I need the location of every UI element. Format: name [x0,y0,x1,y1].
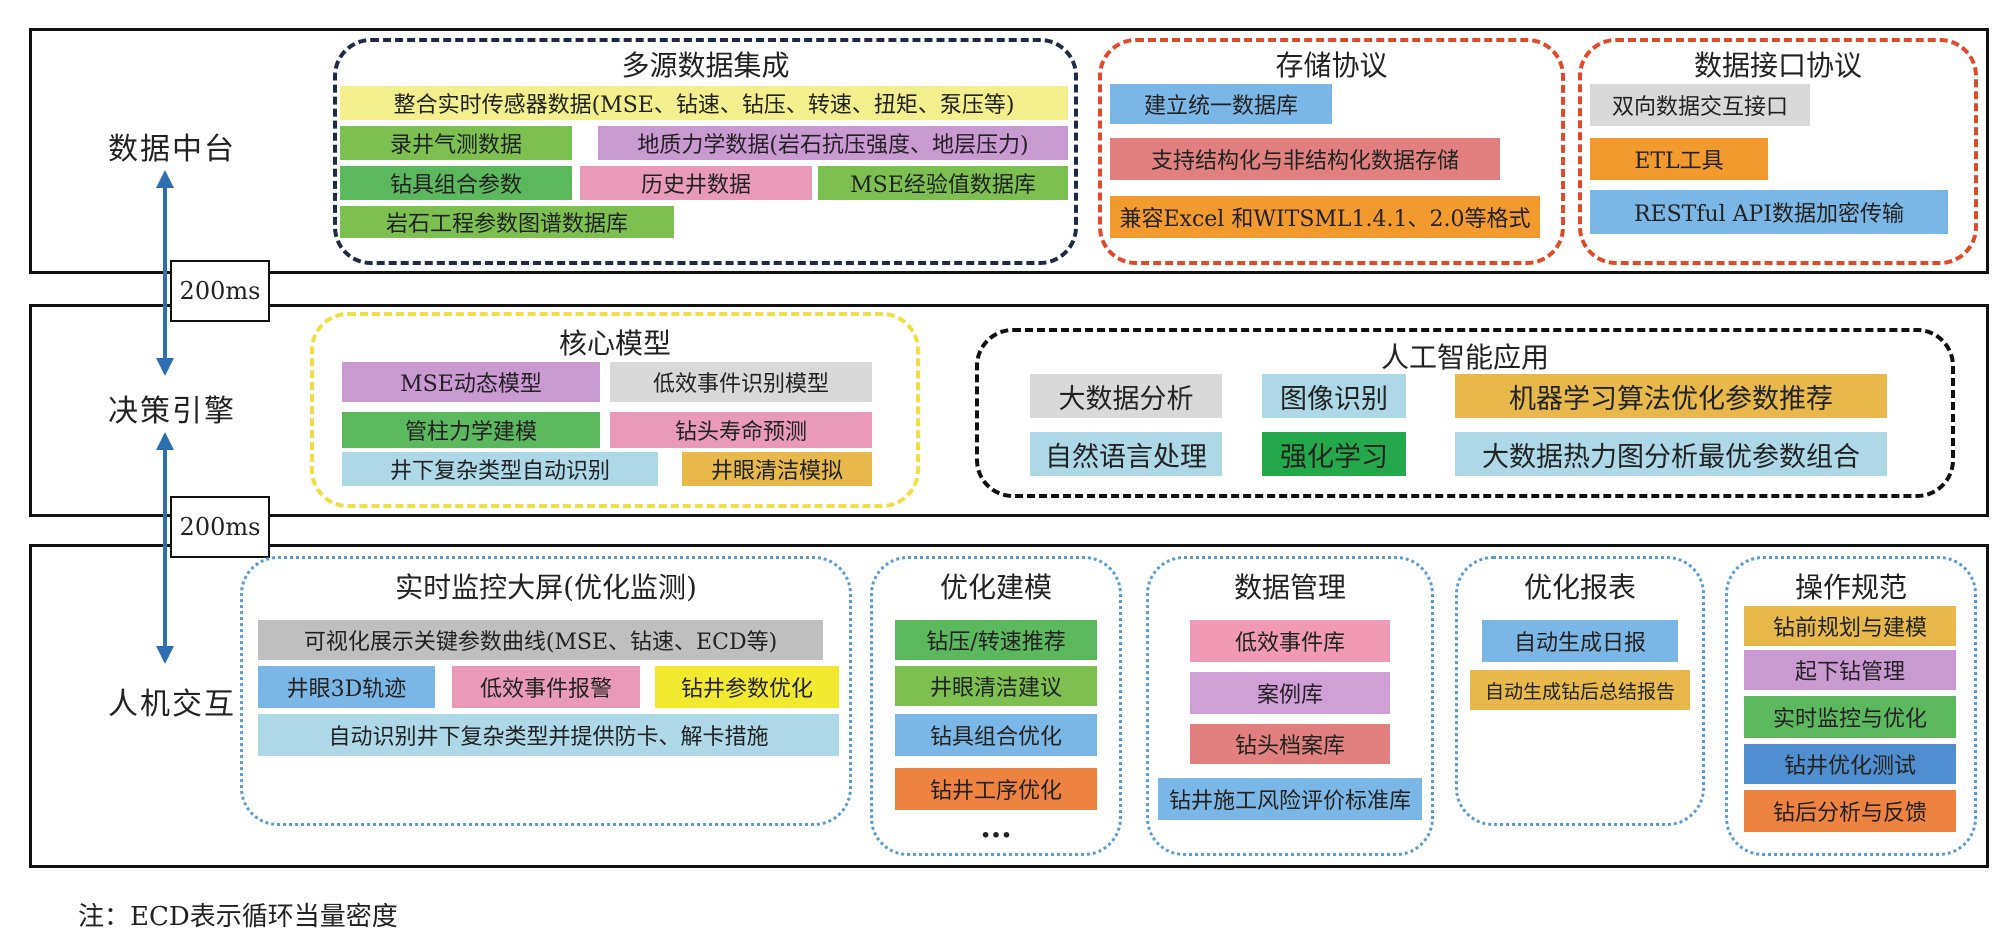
ops-item-monitoring: 实时监控与优化 [1744,696,1956,738]
ai-item-big-data: 大数据分析 [1030,374,1222,418]
interface-title: 数据接口协议 [1693,49,1862,82]
ai-item-nlp: 自然语言处理 [1030,432,1222,476]
monitor-item-3d-trajectory: 井眼3D轨迹 [258,666,435,708]
ops-title: 操作规范 [1794,571,1907,604]
ai-item-image-recognition: 图像识别 [1262,374,1406,418]
report-group [1455,556,1705,826]
core-model-title: 核心模型 [558,327,671,360]
interface-group [1578,38,1978,265]
report-item-summary: 自动生成钻后总结报告 [1470,670,1690,710]
report-item-daily: 自动生成日报 [1482,620,1678,662]
storage-title: 存储协议 [1275,49,1388,82]
opt-model-title: 优化建模 [939,571,1052,604]
ops-group [1725,556,1977,856]
data-mgmt-item-cases: 案例库 [1190,672,1390,714]
multi-source-item-geomechanics: 地质力学数据(岩石抗压强度、地层压力) [598,126,1068,160]
storage-item-formats: 兼容Excel 和WITSML1.4.1、2.0等格式 [1110,196,1540,238]
interface-item-restful: RESTful API数据加密传输 [1590,190,1948,234]
monitor-item-param-opt: 钻井参数优化 [655,666,839,708]
core-model-item-mse: MSE动态模型 [342,362,600,402]
data-mgmt-item-bits: 钻头档案库 [1190,724,1390,764]
data-mgmt-item-risk: 钻井施工风险评价标准库 [1158,778,1422,820]
opt-model-ellipsis: ··· [980,818,1012,853]
report-title: 优化报表 [1523,571,1636,604]
monitor-item-curves: 可视化展示关键参数曲线(MSE、钻速、ECD等) [258,620,823,660]
ops-item-testing: 钻井优化测试 [1744,744,1956,784]
multi-source-group [333,38,1078,265]
data-mgmt-group [1146,556,1434,856]
multi-source-item-mse-db: MSE经验值数据库 [818,166,1068,200]
opt-model-item-bha: 钻具组合优化 [895,714,1097,756]
opt-model-item-process: 钻井工序优化 [895,768,1097,810]
ops-item-tripping: 起下钻管理 [1744,650,1956,690]
core-model-item-complex-id: 井下复杂类型自动识别 [342,452,658,486]
core-model-item-hole-cleaning: 井眼清洁模拟 [682,452,872,486]
monitor-group [240,556,852,826]
opt-model-item-hole-cleaning: 井眼清洁建议 [895,666,1097,706]
multi-source-item-sensor: 整合实时传感器数据(MSE、钻速、钻压、转速、扭矩、泵压等) [340,86,1068,120]
latency-badge-top: 200ms [170,260,270,322]
storage-item-unified-db: 建立统一数据库 [1110,84,1332,124]
data-platform-label: 数据中台 [108,132,236,167]
ai-title: 人工智能应用 [1380,341,1549,374]
core-model-group [310,312,920,508]
monitor-item-auto-id: 自动识别井下复杂类型并提供防卡、解卡措施 [258,714,839,756]
ops-item-feedback: 钻后分析与反馈 [1744,790,1956,832]
interface-item-etl: ETL工具 [1590,138,1768,180]
multi-source-item-mudlog: 录井气测数据 [340,126,572,160]
multi-source-item-rock-db: 岩石工程参数图谱数据库 [340,206,674,238]
double-arrow-bottom [156,432,174,664]
ai-item-rl: 强化学习 [1262,432,1406,476]
data-mgmt-title: 数据管理 [1233,571,1346,604]
multi-source-title: 多源数据集成 [621,49,790,82]
opt-model-item-wob-rpm: 钻压/转速推荐 [895,620,1097,660]
multi-source-item-history: 历史井数据 [580,166,812,200]
data-mgmt-item-events: 低效事件库 [1190,620,1390,662]
latency-badge-bottom: 200ms [170,496,270,558]
monitor-item-alarm: 低效事件报警 [452,666,640,708]
double-arrow-top [156,170,174,376]
core-model-item-low-efficiency: 低效事件识别模型 [610,362,872,402]
ops-item-planning: 钻前规划与建模 [1744,606,1956,646]
ai-item-ml-param: 机器学习算法优化参数推荐 [1455,374,1887,418]
decision-engine-label: 决策引擎 [108,394,236,429]
core-model-item-bit-life: 钻头寿命预测 [610,412,872,448]
interface-item-bidirectional: 双向数据交互接口 [1590,84,1810,126]
storage-group [1098,38,1565,265]
ai-item-heatmap: 大数据热力图分析最优参数组合 [1455,432,1887,476]
core-model-item-string-mechanics: 管柱力学建模 [342,412,600,448]
hci-label: 人机交互 [108,687,236,722]
multi-source-item-bha: 钻具组合参数 [340,166,572,200]
footnote: 注：ECD表示循环当量密度 [78,902,398,932]
ai-group [975,328,1955,498]
storage-item-structured: 支持结构化与非结构化数据存储 [1110,138,1500,180]
opt-model-group [870,556,1122,856]
monitor-title: 实时监控大屏(优化监测) [395,571,697,604]
